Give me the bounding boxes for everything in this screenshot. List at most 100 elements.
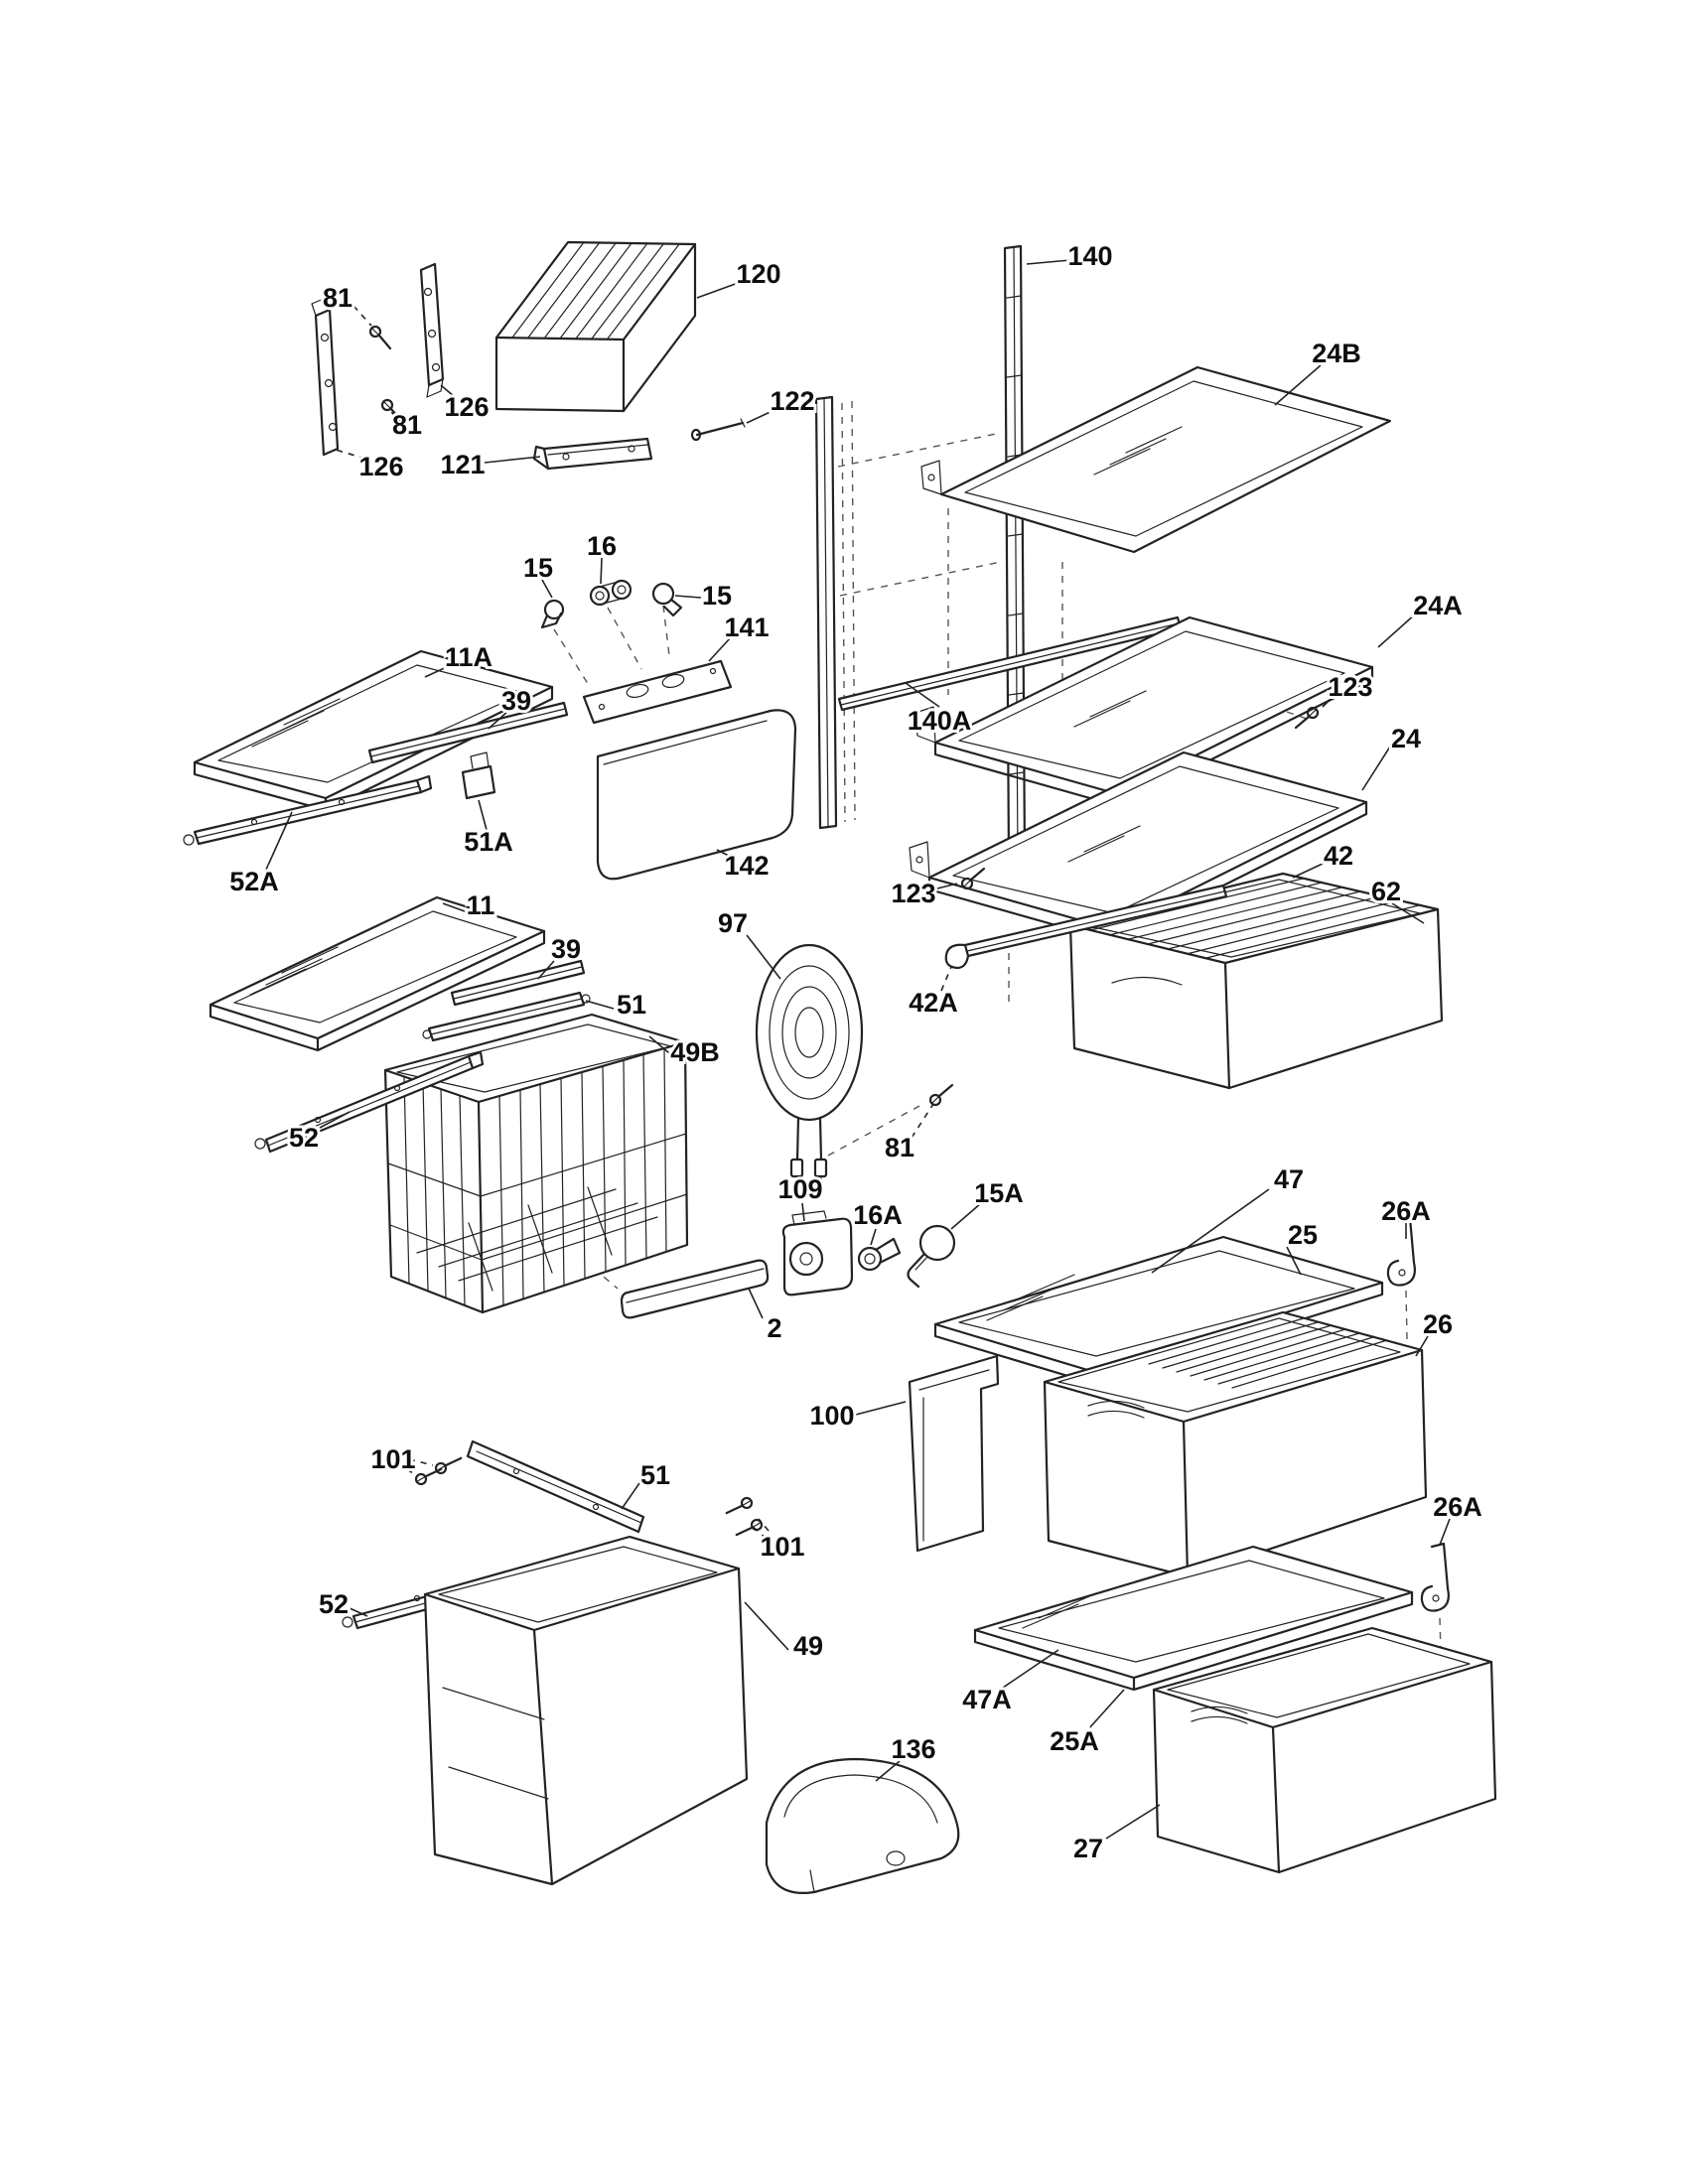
- callout-label-49B: 49B: [670, 1037, 720, 1067]
- callout-label-39: 39: [551, 934, 581, 964]
- trim-strip-2: [620, 1259, 770, 1319]
- leader-line-51: [621, 1482, 640, 1510]
- callout-label-16: 16: [587, 531, 617, 561]
- leader-line-142: [716, 849, 734, 859]
- leader-line-26A: [1439, 1518, 1451, 1546]
- shelf-hook-26a-upper: [1386, 1216, 1416, 1287]
- leader-line-140: [1026, 259, 1071, 265]
- callout-label-121: 121: [440, 450, 485, 479]
- bracket-141: [582, 659, 733, 725]
- leader-line-49: [744, 1601, 789, 1651]
- leader-line-101: [758, 1518, 770, 1532]
- leader-line-100: [851, 1401, 907, 1417]
- rail-39-upper: [367, 701, 569, 800]
- callout-label-24: 24: [1391, 724, 1421, 753]
- leader-line-52: [349, 1607, 368, 1617]
- leader-line-97: [746, 934, 781, 980]
- callout-label-47A: 47A: [962, 1685, 1012, 1714]
- callout-label-51: 51: [640, 1460, 670, 1490]
- callout-label-42: 42: [1324, 841, 1353, 871]
- callout-label-25A: 25A: [1050, 1726, 1099, 1756]
- leader-line-49B: [648, 1035, 676, 1059]
- rail-39-lower: [450, 959, 586, 1007]
- callout-label-26A: 26A: [1381, 1196, 1431, 1226]
- cover-136: [765, 1757, 960, 1894]
- rear-panel-100: [908, 1354, 1000, 1553]
- callout-label-24A: 24A: [1413, 591, 1463, 620]
- ice-bin-49: [423, 1535, 749, 1886]
- leader-line-101: [408, 1458, 434, 1466]
- callout-label-11A: 11A: [445, 642, 492, 672]
- spill-drawer-42: [1068, 872, 1444, 1090]
- callout-label-140: 140: [1067, 241, 1112, 271]
- leader-line-121: [484, 456, 541, 464]
- callout-label-142: 142: [724, 851, 769, 881]
- rail-42a: [944, 884, 1228, 970]
- leader-line-25: [1286, 1246, 1302, 1276]
- callout-label-47: 47: [1274, 1164, 1304, 1194]
- callout-label-101: 101: [760, 1532, 804, 1562]
- leader-line-27: [1105, 1804, 1161, 1840]
- callout-label-52: 52: [319, 1589, 349, 1619]
- glass-shelf-24b: [920, 365, 1392, 554]
- leader-line-51: [585, 1000, 615, 1010]
- side-channel-140: [1003, 244, 1027, 864]
- callout-label-81: 81: [392, 410, 422, 440]
- leader-line-101: [750, 1524, 768, 1540]
- leader-line-62: [1391, 902, 1425, 924]
- screw-101-icon: [725, 1492, 755, 1520]
- rail-51-upper: [422, 991, 591, 1042]
- shelf-hook-26a-lower: [1420, 1542, 1450, 1612]
- callout-label-123: 123: [891, 879, 935, 908]
- crisper-bin-26: [1043, 1310, 1428, 1578]
- leader-line-15: [541, 579, 553, 599]
- callout-label-120: 120: [736, 259, 780, 289]
- defrost-coil-97: [755, 943, 864, 1184]
- bulb-15a: [907, 1224, 956, 1289]
- callout-label-97: 97: [718, 908, 748, 938]
- center-channel-140a: [814, 395, 1183, 830]
- leader-line-101: [406, 1468, 418, 1477]
- leader-line-24A: [1377, 613, 1417, 648]
- callout-label-26A: 26A: [1433, 1492, 1482, 1522]
- leader-line-120: [696, 281, 742, 299]
- leader-line-141: [708, 636, 732, 662]
- leader-line-39: [488, 710, 509, 730]
- screw-101-icon: [413, 1462, 443, 1490]
- leader-line-42: [1292, 863, 1324, 879]
- callout-label-123: 123: [1328, 672, 1372, 702]
- leader-line-126: [440, 384, 456, 398]
- wire-basket-49b: [383, 1013, 689, 1314]
- leader-line-52A: [265, 811, 293, 871]
- leader-lines: [265, 259, 1451, 1840]
- leader-line-11A: [424, 664, 452, 678]
- cover-142: [596, 709, 797, 881]
- callout-label-49: 49: [793, 1631, 823, 1661]
- callout-label-81: 81: [885, 1133, 914, 1162]
- leader-line-47A: [1002, 1649, 1059, 1689]
- callout-label-100: 100: [809, 1401, 854, 1431]
- leader-line-109: [801, 1202, 805, 1222]
- rail-51-lower: [466, 1439, 645, 1534]
- glass-shelf-47a: [973, 1545, 1414, 1692]
- leader-line-123: [932, 883, 958, 890]
- callout-label-16A: 16A: [853, 1200, 903, 1230]
- rail-52a: [183, 774, 433, 846]
- leader-line-16A: [870, 1228, 877, 1246]
- leader-line-51A: [478, 799, 488, 831]
- callout-label-15: 15: [702, 581, 732, 611]
- leader-line-26: [1415, 1335, 1429, 1357]
- callout-label-122: 122: [770, 386, 814, 416]
- leader-line-52: [319, 1111, 351, 1129]
- callout-label-62: 62: [1371, 877, 1401, 906]
- callout-label-24B: 24B: [1312, 339, 1361, 368]
- leader-line-15: [674, 595, 702, 599]
- leader-line-122: [746, 408, 777, 424]
- callout-label-140A: 140A: [908, 706, 972, 736]
- callout-label-52: 52: [289, 1123, 319, 1153]
- pin-122: [690, 418, 746, 442]
- callout-label-109: 109: [777, 1174, 822, 1204]
